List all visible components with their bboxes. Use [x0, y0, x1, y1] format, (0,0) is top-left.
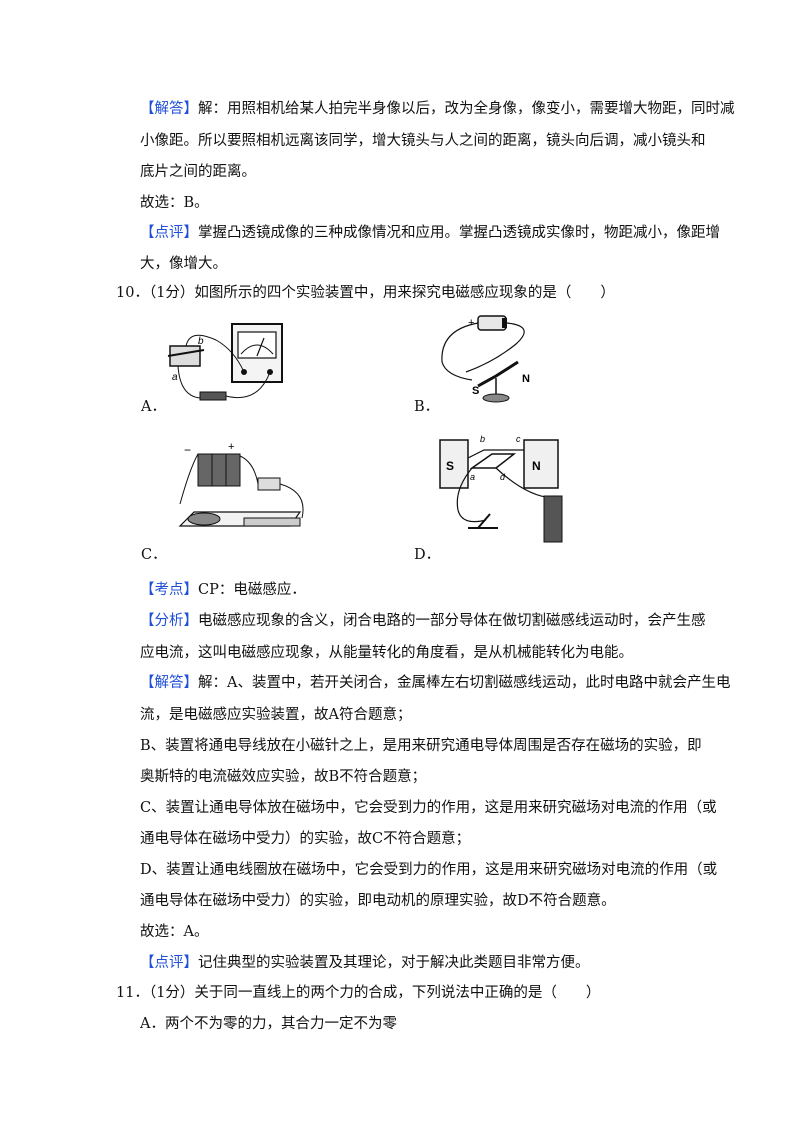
magnet-north: N — [532, 459, 541, 473]
battery-plus-c: + — [228, 441, 234, 453]
coil-label-c: c — [516, 434, 521, 444]
wire-label-b: b — [198, 336, 204, 347]
review-line-1: 【点评】掌握凸透镜成像的三种成像情况和应用。掌握凸透镜成实像时，物距减小，像距增 — [140, 225, 720, 241]
coil-label-b: b — [480, 434, 485, 444]
option-b-label: B． — [414, 399, 440, 415]
review2-line: 【点评】记住典型的实验装置及其理论，对于解决此类题目非常方便。 — [140, 955, 590, 971]
explain-d-line-2: 通电导体在磁场中受力）的实验，即电动机的原理实验，故D不符合题意。 — [140, 893, 616, 909]
review-tag: 【点评】 — [140, 225, 198, 241]
explain-c-line-2: 通电导体在磁场中受力）的实验，故C不符合题意； — [140, 831, 471, 847]
battery-minus: − — [184, 443, 191, 457]
question-11-option-a: A．两个不为零的力，其合力一定不为零 — [140, 1016, 397, 1032]
answer2-line-1: 【解答】解：A、装置中，若开关闭合，金属棒左右切割磁感线运动，此时电路中就会产生… — [140, 675, 731, 691]
magnet-south: S — [446, 459, 454, 473]
coil-label-a: a — [470, 472, 475, 482]
question-10-stem: 10．（1分）如图所示的四个实验装置中，用来探究电磁感应现象的是（ ） — [116, 285, 615, 301]
figure-d-coil-in-field: S N b c a d — [439, 434, 563, 543]
review2-tag: 【点评】 — [140, 955, 198, 971]
figure-c-conductor-in-field: − + — [178, 441, 304, 527]
option-d-label: D． — [414, 547, 441, 563]
needle-south: S — [472, 385, 479, 397]
explain-b-line-1: B、装置将通电导线放在小磁针之上，是用来研究通电导体周围是否存在磁场的实验，即 — [140, 738, 702, 754]
option-c-label: C． — [141, 547, 167, 563]
analysis-line-2: 应电流，这叫电磁感应现象，从能量转化的角度看，是从机械能转化为电能。 — [140, 645, 633, 661]
choice2-line: 故选：A。 — [140, 924, 209, 940]
answer-line-1: 【解答】解：用照相机给某人拍完半身像以后，改为全身像，像变小，需要增大物距，同时… — [140, 101, 735, 117]
question-11-stem: 11．（1分）关于同一直线上的两个力的合成，下列说法中正确的是（ ） — [116, 985, 601, 1001]
explain-d-line-1: D、装置让通电线圈放在磁场中，它会受到力的作用，这是用来研究磁场对电流的作用（或 — [140, 862, 718, 878]
explain-c-line-1: C、装置让通电导体放在磁场中，它会受到力的作用，这是用来研究磁场对电流的作用（或 — [140, 800, 717, 816]
point-tag: 【考点】 — [140, 582, 198, 598]
review-line-2: 大，像增大。 — [140, 256, 227, 272]
choice-line: 故选：B。 — [140, 195, 209, 211]
needle-north: N — [522, 373, 530, 385]
answer2-tag: 【解答】 — [140, 675, 198, 691]
analysis-line-1: 【分析】电磁感应现象的含义，闭合电路的一部分导体在做切割磁感线运动时，会产生感 — [140, 613, 706, 629]
wire-label-a: a — [172, 372, 178, 383]
analysis-tag: 【分析】 — [140, 613, 198, 629]
answer-tag: 【解答】 — [140, 101, 198, 117]
figure-b-oersted: + N S — [441, 315, 530, 403]
figure-a-galvanometer: b a — [167, 323, 283, 401]
coil-label-d: d — [500, 472, 506, 482]
explain-b-line-2: 奥斯特的电流磁效应实验，故B不符合题意； — [140, 769, 427, 785]
option-a-label: A． — [141, 399, 166, 415]
battery-plus: + — [468, 317, 474, 329]
answer-line-3: 底片之间的距离。 — [140, 164, 256, 180]
point-line: 【考点】CP：电磁感应． — [140, 582, 306, 598]
answer-line-2: 小像距。所以要照相机远离该同学，增大镜头与人之间的距离，镜头向后调，减小镜头和 — [140, 133, 706, 149]
answer2-line-2: 流，是电磁感应实验装置，故A符合题意； — [140, 707, 412, 723]
